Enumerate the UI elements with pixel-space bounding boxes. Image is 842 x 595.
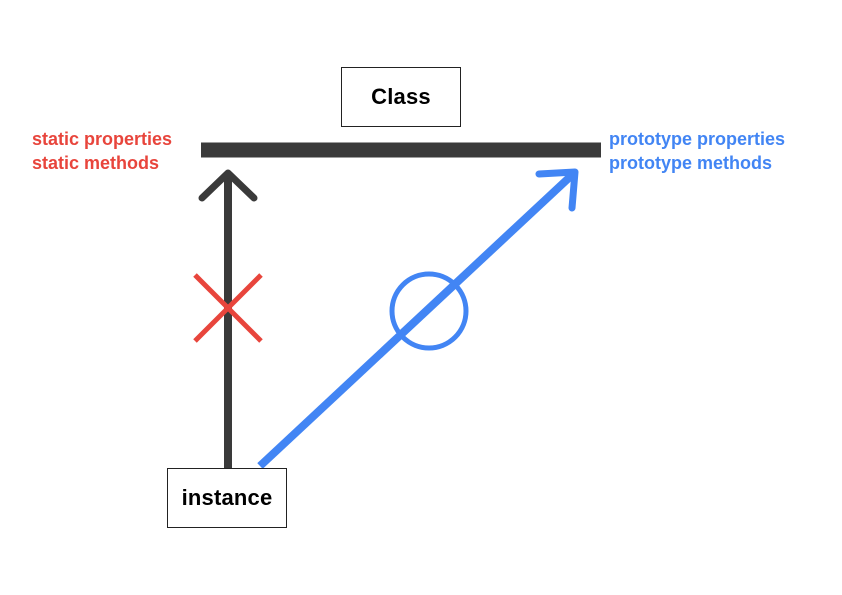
instance-label: instance (181, 485, 273, 510)
prototype-arrow-head (535, 168, 579, 212)
prototype-methods-label: prototype methods (609, 153, 773, 173)
static-access-arrow (198, 169, 258, 468)
prototype-arrow-shaft (257, 172, 575, 469)
prototype-access-arrow (257, 168, 579, 469)
class-box: Class (341, 67, 461, 127)
prototype-properties-label: prototype properties (609, 129, 786, 149)
static-methods-label: static methods (32, 153, 160, 173)
static-members-label: static properties static methods (32, 127, 172, 175)
instance-box: instance (167, 468, 287, 528)
static-properties-label: static properties (32, 129, 173, 149)
prototype-members-label: prototype properties prototype methods (609, 127, 785, 175)
class-label: Class (371, 84, 431, 109)
circle-icon (389, 271, 469, 351)
cross-icon (193, 273, 263, 343)
static-arrow-head (198, 169, 258, 202)
